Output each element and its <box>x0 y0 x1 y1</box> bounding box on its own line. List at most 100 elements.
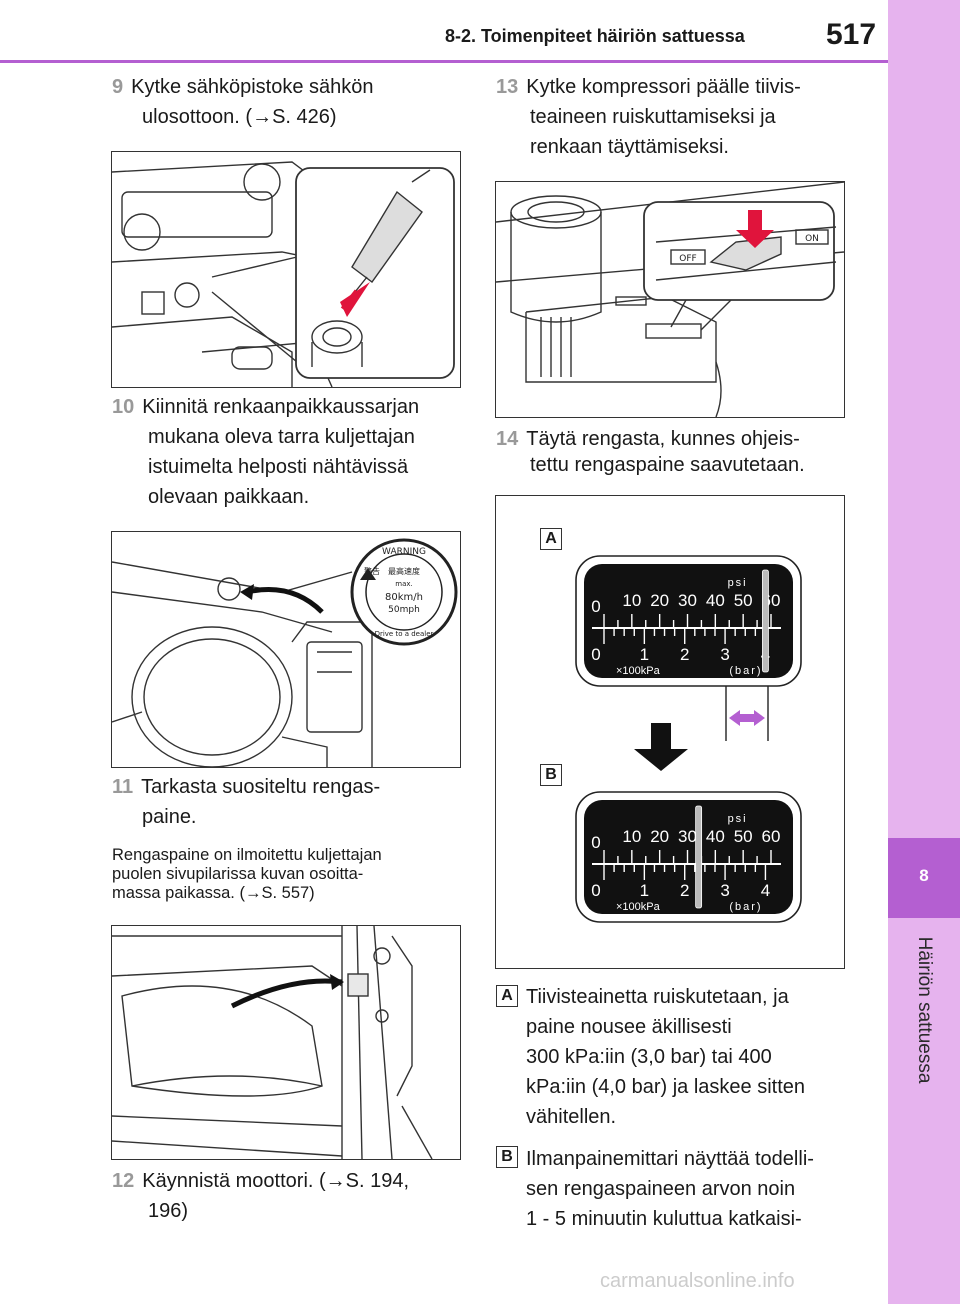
chapter-number-box <box>888 838 960 918</box>
step-14: 14 Täytä rengasta, kunnes ohjeis- tettu r… <box>496 426 805 478</box>
door-pillar-illustration <box>112 926 433 1159</box>
label-a-inline: A <box>496 985 518 1007</box>
gauge-psi-tick-label: 50 <box>734 827 753 846</box>
description-b: Ilmanpainemittari näyttää todelli- sen r… <box>526 1144 814 1234</box>
step-text: paine. <box>142 806 197 828</box>
sticker-kmh: 80km/h <box>385 592 423 603</box>
section-title: 8-2. Toimenpiteet häiriön sattuessa <box>445 26 745 46</box>
figure-door-pillar <box>111 925 461 1160</box>
step-number: 9 <box>112 76 124 98</box>
label-b: B <box>540 764 562 786</box>
step-10: 10 Kiinnitä renkaanpaikkaussarjan mukana … <box>112 392 419 512</box>
desc-text: paine nousee äkillisesti <box>526 1016 732 1038</box>
press-arrow-icon <box>736 210 774 248</box>
step-number: 11 <box>112 776 134 798</box>
gauge-psi-tick-label: 50 <box>734 591 753 610</box>
step-11: 11 Tarkasta suositeltu rengas- paine. <box>112 772 380 832</box>
down-arrow-icon <box>634 723 688 771</box>
gauge-bar-tick-label: 1 <box>640 645 649 664</box>
note-tire-pressure-location: Rengaspaine on ilmoitettu kuljettajan pu… <box>112 846 382 903</box>
gauge-face <box>584 800 793 914</box>
gauge-psi-tick-label: 30 <box>678 591 697 610</box>
label-a: A <box>540 528 562 550</box>
step-text: Kytke kompressori päälle tiivis- <box>526 76 801 98</box>
warning-triangle-icon <box>360 568 376 580</box>
step-9: 9 Kytke sähköpistoke sähkön ulosottoon. (… <box>112 72 374 132</box>
gauge-psi-tick-label: 60 <box>762 827 781 846</box>
dashboard-outlet-illustration <box>112 161 455 387</box>
gauge-unit-psi: psi <box>728 813 748 825</box>
label-b-inline: B <box>496 1146 518 1168</box>
step-text: teaineen ruiskuttamiseksi ja <box>530 106 776 128</box>
desc-text: Tiivisteainetta ruiskutetaan, ja <box>526 986 789 1008</box>
gauge-needle <box>762 569 769 673</box>
step-number: 12 <box>112 1170 135 1192</box>
gauge-bar-tick-label: 3 <box>720 645 729 664</box>
gauge-psi-tick-label: 40 <box>706 591 725 610</box>
desc-text: Ilmanpainemittari näyttää todelli- <box>526 1148 814 1170</box>
gauge-psi-tick-label: 40 <box>706 827 725 846</box>
step-text: olevaan paikkaan. <box>148 486 310 508</box>
gauge-bar-tick-label: 1 <box>640 881 649 900</box>
note-text: massa paikassa. (→S. 557) <box>112 884 315 902</box>
description-a: Tiivisteainetta ruiskutetaan, ja paine n… <box>526 982 805 1132</box>
header-rule <box>0 60 888 63</box>
step-12: 12 Käynnistä moottori. (→S. 194, 196) <box>112 1166 409 1226</box>
page-number: 517 <box>826 18 877 51</box>
step-text: ulosottoon. (→S. 426) <box>142 106 337 128</box>
gauge-unit-psi: psi <box>728 577 748 589</box>
gauge-zero-psi: 0 <box>591 597 600 616</box>
gauge-bar-tick-label: 3 <box>720 881 729 900</box>
steering-wheel-illustration: WARNING 警告 最高速度 max. 80km/h 50mph Drive … <box>112 538 458 767</box>
step-text: renkaan täyttämiseksi. <box>530 136 729 158</box>
chapter-side-tab <box>888 0 960 1304</box>
chapter-number: 8 <box>919 866 929 885</box>
gauge-psi-tick-label: 20 <box>650 827 669 846</box>
desc-text: kPa:iin (4,0 bar) ja laskee sitten <box>526 1076 806 1098</box>
gauge-unit-bar: (bar) <box>729 665 762 677</box>
desc-text: sen rengaspaineen arvon noin <box>526 1178 796 1200</box>
desc-text: 300 kPa:iin (3,0 bar) tai 400 <box>526 1046 772 1068</box>
desc-text: 1 - 5 minuutin kuluttua katkaisi- <box>526 1208 802 1230</box>
step-13: 13 Kytke kompressori päälle tiivis- teain… <box>496 72 801 162</box>
note-text: puolen sivupilarissa kuvan osoitta- <box>112 865 364 883</box>
gauge-unit-bar: (bar) <box>729 901 762 913</box>
sticker-drive: Drive to a dealer <box>375 630 434 638</box>
figure-sticker-placement: WARNING 警告 最高速度 max. 80km/h 50mph Drive … <box>111 531 461 768</box>
step-number: 14 <box>496 428 519 450</box>
range-double-arrow <box>725 686 769 741</box>
sticker-warning-jp: 警告 <box>364 566 380 576</box>
gauge-psi-tick-label: 20 <box>650 591 669 610</box>
step-text: Kytke sähköpistoke sähkön <box>131 76 374 98</box>
sticker-max: max. <box>395 580 412 588</box>
step-number: 13 <box>496 76 519 98</box>
gauge-face <box>584 564 793 678</box>
step-text: mukana oleva tarra kuljettajan <box>148 426 415 448</box>
step-text: Kiinnitä renkaanpaikkaussarjan <box>142 396 420 418</box>
gauge-zero-bar: 0 <box>591 645 600 664</box>
step-text: Käynnistä moottori. (→S. 194, <box>142 1170 410 1192</box>
step-text: Täytä rengasta, kunnes ohjeis- <box>526 428 800 450</box>
figure-compressor-switch: OFF ON <box>495 181 845 418</box>
gauge-bar-tick-label: 2 <box>680 645 689 664</box>
note-text: Rengaspaine on ilmoitettu kuljettajan <box>112 846 382 864</box>
switch-on-label: ON <box>805 234 819 244</box>
gauge-zero-psi: 0 <box>591 833 600 852</box>
sticker-warning-text: WARNING <box>382 547 426 557</box>
gauge-psi-tick-label: 10 <box>622 591 641 610</box>
gauge-zero-bar: 0 <box>591 881 600 900</box>
gauge-bar-tick-label: 2 <box>680 881 689 900</box>
compressor-illustration: OFF ON <box>496 182 844 417</box>
gauge-psi-tick-label: 10 <box>622 827 641 846</box>
step-text: Tarkasta suositeltu rengas- <box>141 776 381 798</box>
step-number: 10 <box>112 396 135 418</box>
gauge-unit-kpa: ×100kPa <box>616 901 661 913</box>
step-text: 196) <box>148 1200 189 1222</box>
step-text: tettu rengaspaine saavutetaan. <box>530 454 805 476</box>
gauge-needle <box>695 805 703 909</box>
chapter-label: Häiriön sattuessa <box>914 936 935 1084</box>
